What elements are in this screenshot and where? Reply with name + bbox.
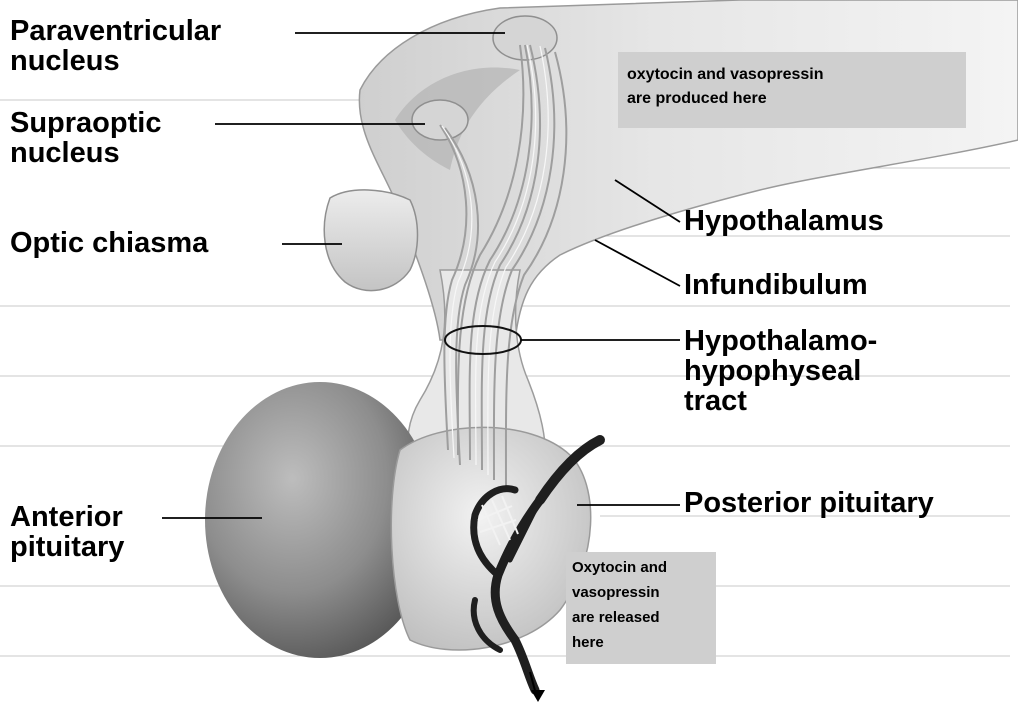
label-anterior-pituitary: Anterior pituitary	[10, 502, 124, 562]
label-hypothalamo-hypophyseal-tract: Hypothalamo- hypophyseal tract	[684, 326, 877, 416]
label-infundibulum: Infundibulum	[684, 270, 868, 300]
label-posterior-pituitary: Posterior pituitary	[684, 488, 934, 518]
released-note: Oxytocin and vasopressin are released he…	[572, 555, 667, 655]
produced-note: oxytocin and vasopressin are produced he…	[627, 63, 824, 111]
label-supraoptic-nucleus: Supraoptic nucleus	[10, 108, 161, 168]
paraventricular-nucleus-shape	[493, 16, 557, 60]
posterior-pituitary-lobe	[391, 427, 590, 650]
label-optic-chiasma: Optic chiasma	[10, 228, 208, 258]
leader-infundibulum	[595, 240, 680, 286]
optic-chiasma-shape	[324, 190, 417, 291]
label-paraventricular-nucleus: Paraventricular nucleus	[10, 16, 221, 76]
outflow-arrow-head	[531, 690, 545, 702]
label-hypothalamus: Hypothalamus	[684, 206, 884, 236]
supraoptic-nucleus-shape	[412, 100, 468, 140]
